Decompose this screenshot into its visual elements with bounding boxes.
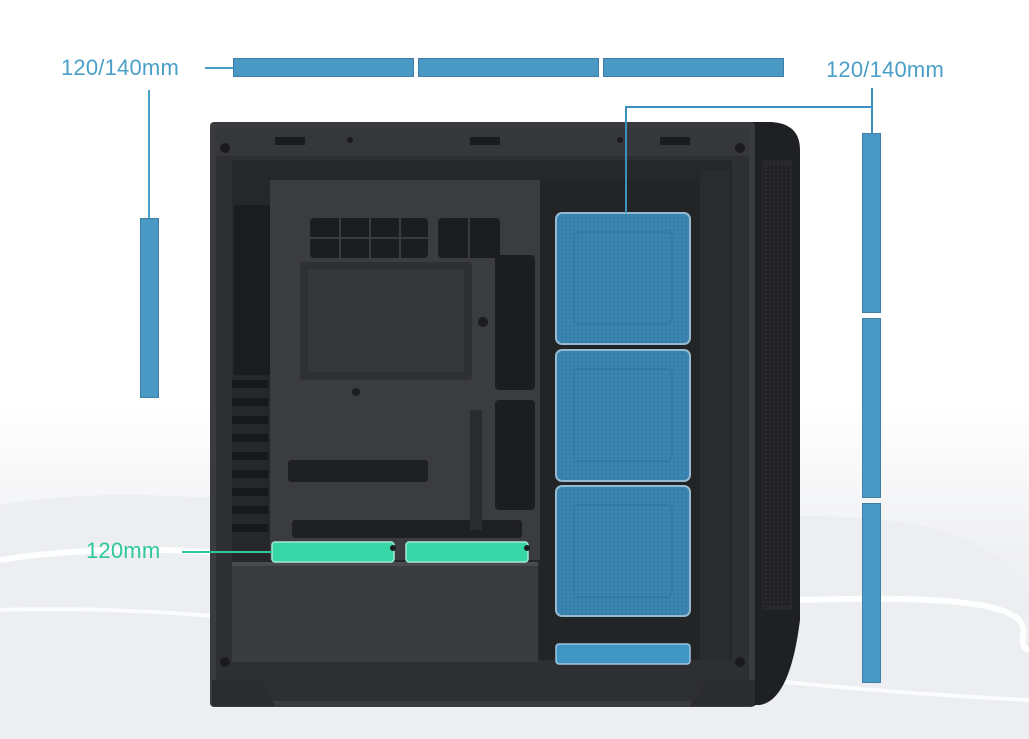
right-leader-horizontal	[625, 106, 872, 108]
right-leader-vertical	[871, 88, 873, 133]
top-fan-bar-2	[418, 58, 599, 77]
green-leader-line	[182, 551, 272, 553]
label-top-right: 120/140mm	[826, 57, 944, 82]
rear-fan-bar	[140, 218, 159, 398]
top-left-leader-line	[205, 67, 233, 69]
label-top-left: 120/140mm	[61, 55, 179, 80]
left-leader-line	[148, 90, 150, 218]
right-leader-drop	[625, 106, 627, 213]
top-fan-bar-1	[233, 58, 414, 77]
front-fan-bar-3	[862, 503, 881, 683]
label-bottom-left: 120mm	[86, 538, 161, 563]
front-fan-bar-2	[862, 318, 881, 498]
front-fan-bar-1	[862, 133, 881, 313]
top-fan-bar-3	[603, 58, 784, 77]
